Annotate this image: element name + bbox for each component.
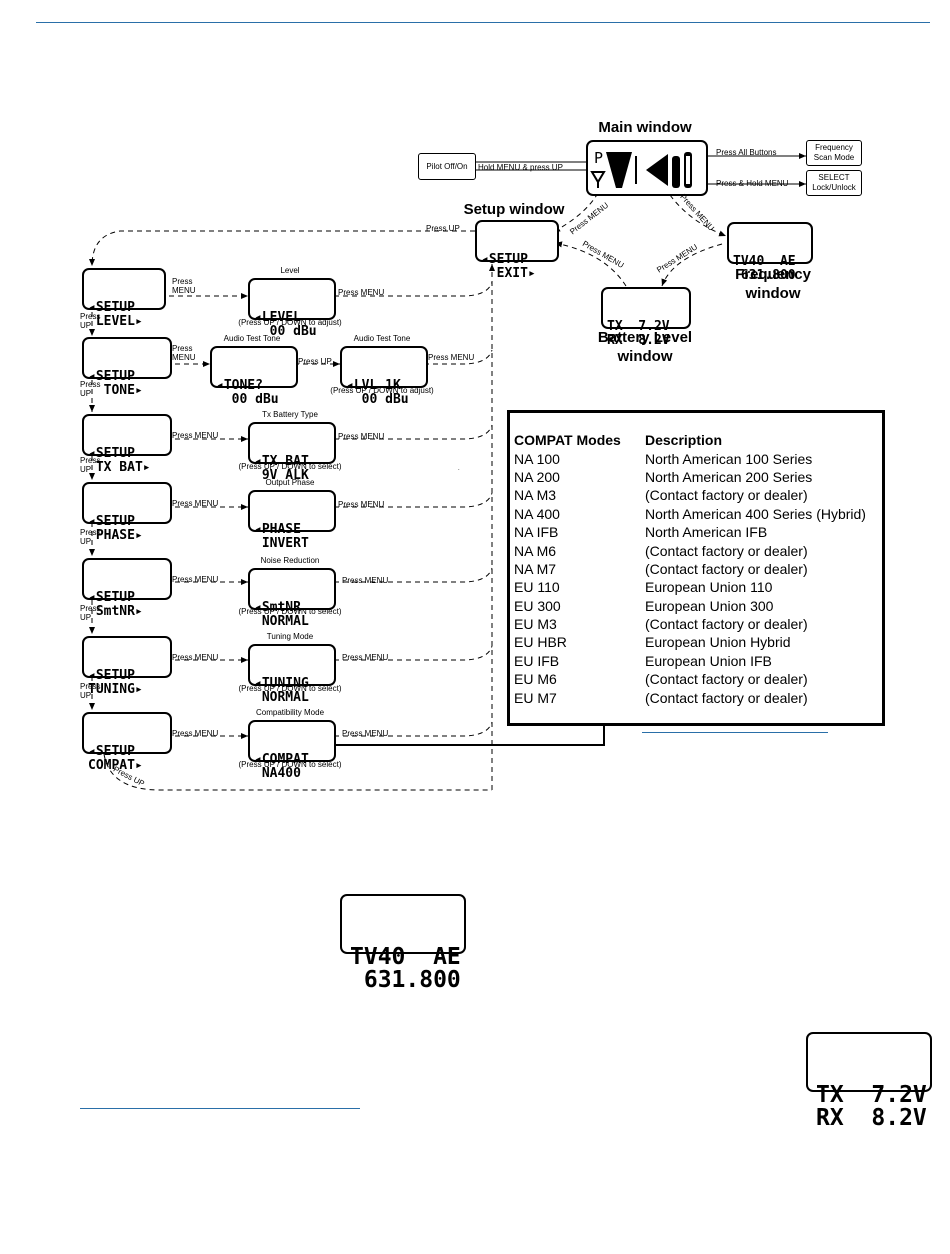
- compat-table-header: COMPAT Modes Description: [514, 431, 866, 449]
- txbat-display[interactable]: ◂TX BAT 9V ALK: [248, 422, 336, 483]
- hold-menu-up-label: Hold MENU & press UP: [478, 163, 563, 172]
- select-lock-button[interactable]: SELECT Lock/Unlock: [806, 170, 862, 196]
- row2-label: Tx Battery Type: [262, 410, 318, 419]
- setup-txbat-display[interactable]: ◂SETUP TX BAT▸: [82, 414, 172, 475]
- table-row: EU M3(Contact factory or dealer): [514, 616, 808, 633]
- setup-press-up-label: Press UP: [426, 224, 460, 233]
- main-window-display: P: [586, 140, 708, 196]
- press-hold-menu-label: Press & Hold MENU: [716, 179, 789, 188]
- row4-hint: (Press UP / DOWN to select): [238, 607, 342, 616]
- row3-label: Output Phase: [265, 478, 315, 487]
- row1-press-up: Press UP: [80, 380, 101, 398]
- row6-label: Compatibility Mode: [255, 708, 325, 717]
- col-header-description: Description: [645, 432, 723, 449]
- phase-display[interactable]: ◂PHASE INVERT: [248, 490, 336, 551]
- frequency-display-large: TV40 AE 631.800: [340, 894, 466, 992]
- pilot-p-label: P: [594, 149, 603, 167]
- row0-label: Level: [280, 266, 300, 275]
- row1-label: Audio Test Tone: [223, 334, 281, 343]
- row1-label2: Audio Test Tone: [353, 334, 411, 343]
- row2-press-menu-right: Press MENU: [338, 432, 385, 441]
- tuning-display[interactable]: ◂TUNING NORMAL: [248, 644, 336, 705]
- battery-window-title: Battery Level window: [597, 329, 693, 365]
- row1-press-menu: Press MENU: [172, 344, 196, 362]
- row6-press-menu-right: Press MENU: [342, 729, 389, 738]
- row2-hint: (Press UP / DOWN to select): [238, 462, 342, 471]
- row1-hint: (Press UP / DOWN to adjust): [330, 386, 434, 395]
- svg-text:.: .: [458, 466, 460, 472]
- tone-level-display[interactable]: ◂LVL 1K 00 dBu: [340, 346, 428, 407]
- row5-label: Tuning Mode: [266, 632, 314, 641]
- row5-press-menu-right: Press MENU: [342, 653, 389, 662]
- row2-press-menu: Press MENU: [172, 431, 219, 440]
- signal-meter-icon: P: [590, 149, 692, 188]
- row3-press-menu-right: Press MENU: [338, 500, 385, 509]
- row0-press-menu: Press MENU: [172, 277, 196, 295]
- row4-press-up: Press UP: [80, 604, 101, 622]
- row0-press-menu-right: Press MENU: [338, 288, 385, 297]
- row6-press-menu: Press MENU: [172, 729, 219, 738]
- row3-press-menu: Press MENU: [172, 499, 219, 508]
- row5-press-menu: Press MENU: [172, 653, 219, 662]
- header-rule: [36, 22, 930, 23]
- table-row: EU M7(Contact factory or dealer): [514, 689, 808, 706]
- smtnr-display[interactable]: ◂SmtNR NORMAL: [248, 568, 336, 629]
- table-row: EU M6(Contact factory or dealer): [514, 671, 808, 688]
- link-underline[interactable]: [642, 732, 828, 733]
- row4-label: Noise Reduction: [260, 556, 320, 565]
- row4-press-menu-right: Press MENU: [342, 576, 389, 585]
- main-window-title: Main window: [598, 119, 692, 136]
- tone-display[interactable]: ◂TONE? 00 dBu: [210, 346, 298, 407]
- row1-press-up-mid: Press UP: [298, 357, 332, 366]
- table-row: NA M7(Contact factory or dealer): [514, 560, 808, 577]
- link-underline-bottom[interactable]: [80, 1108, 360, 1109]
- level-display[interactable]: ◂LEVEL 00 dBu: [248, 278, 336, 339]
- row3-press-up: Press UP: [80, 528, 101, 546]
- setup-smtnr-display[interactable]: ◂SETUP SmtNR▸: [82, 558, 172, 619]
- row1-press-menu-right: Press MENU: [428, 353, 475, 362]
- frequency-window-title: Frequency window: [735, 266, 811, 302]
- setup-tone-display[interactable]: ◂SETUP TONE▸: [82, 337, 172, 398]
- press-all-label: Press All Buttons: [716, 148, 777, 157]
- table-row: NA M3(Contact factory or dealer): [514, 487, 808, 504]
- frequency-scan-button[interactable]: Frequency Scan Mode: [806, 140, 862, 166]
- table-row: NA M6(Contact factory or dealer): [514, 542, 808, 559]
- row4-press-menu: Press MENU: [172, 575, 219, 584]
- frequency-display: TV40 AE 631.800: [727, 222, 813, 283]
- row2-press-up: Press UP: [80, 456, 101, 474]
- col-header-mode: COMPAT Modes: [514, 432, 621, 449]
- compat-display[interactable]: ◂COMPAT NA400: [248, 720, 336, 781]
- setup-window-title: Setup window: [463, 201, 565, 218]
- row6-hint: (Press UP / DOWN to select): [238, 760, 342, 769]
- row5-hint: (Press UP / DOWN to select): [238, 684, 342, 693]
- row0-press-up: Press UP: [80, 312, 101, 330]
- setup-exit-display[interactable]: ◂SETUP EXIT▸: [475, 220, 559, 281]
- row0-hint: (Press UP / DOWN to adjust): [238, 318, 342, 327]
- row5-press-up: Press UP: [80, 682, 101, 700]
- setup-level-display[interactable]: ◂SETUP LEVEL▸: [82, 268, 166, 329]
- pilot-toggle-button[interactable]: Pilot Off/On: [418, 153, 476, 180]
- setup-phase-display[interactable]: ◂SETUP PHASE▸: [82, 482, 172, 543]
